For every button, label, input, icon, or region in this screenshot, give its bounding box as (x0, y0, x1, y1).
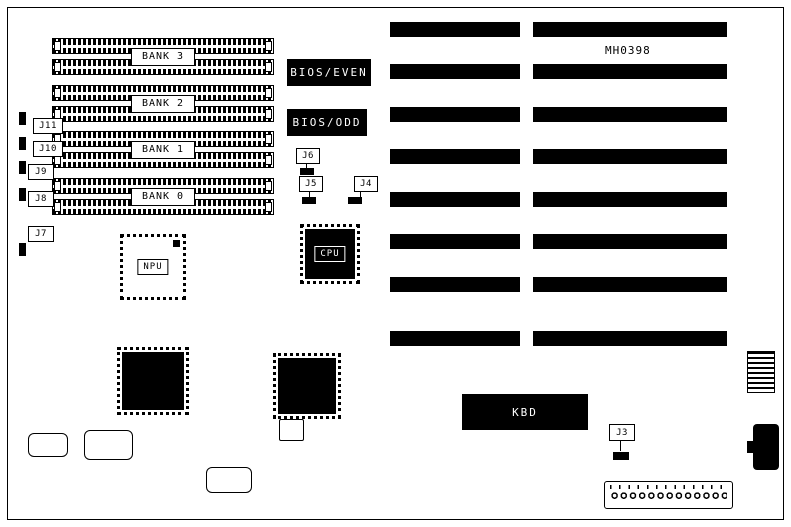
jumper-pins-j5 (302, 197, 316, 204)
memory-bank-3: BANK 3 (52, 38, 274, 75)
power-connector (604, 481, 733, 509)
isa-slot-segment (390, 331, 520, 346)
jumper-pins-j8 (19, 188, 26, 201)
jumper-pins-j9 (19, 161, 26, 174)
cpu-chip: CPU (300, 224, 360, 284)
keyboard-din-connector (753, 424, 779, 470)
pin1-marker (173, 240, 180, 247)
connector-pin-row (610, 491, 727, 501)
isa-slot-segment (533, 64, 727, 79)
simm-socket (52, 59, 274, 75)
npu-chip: NPU (120, 234, 186, 300)
memory-bank-1: BANK 1 (52, 131, 274, 168)
bios-odd-chip: BIOS/ODD (287, 109, 367, 136)
bios-even-chip: BIOS/EVEN (287, 59, 371, 86)
jumper-label-j5: J5 (299, 176, 323, 192)
keyboard-controller-chip: KBD (462, 394, 588, 430)
jumper-label-j6: J6 (296, 148, 320, 164)
jumper-leader-line (360, 191, 361, 197)
bank-label: BANK 1 (131, 140, 195, 159)
jumper-pins-j10 (19, 137, 26, 150)
isa-slot-segment (533, 107, 727, 122)
component-box-4 (279, 419, 304, 441)
npu-label: NPU (137, 259, 169, 275)
din-connector-tab (747, 441, 754, 453)
memory-bank-2: BANK 2 (52, 85, 274, 122)
memory-bank-0: BANK 0 (52, 178, 274, 215)
jumper-label-j8: J8 (28, 191, 54, 207)
jumper-label-j4: J4 (354, 176, 378, 192)
model-number-text: MH0398 (605, 44, 651, 57)
jumper-label-j7: J7 (28, 226, 54, 242)
connector-ticks (610, 485, 727, 489)
isa-slot-segment (390, 192, 520, 207)
jumper-pins-j4 (348, 197, 362, 204)
isa-slot-segment (533, 22, 727, 37)
jumper-leader-line (306, 163, 307, 168)
isa-slot-segment (390, 22, 520, 37)
asic-chip-1 (117, 347, 189, 415)
jumper-label-j11: J11 (33, 118, 63, 134)
edge-connector (747, 351, 775, 393)
bank-label: BANK 3 (131, 47, 195, 66)
component-box-3 (206, 467, 252, 493)
isa-slot-segment (390, 149, 520, 164)
bank-label: BANK 2 (131, 94, 195, 113)
jumper-label-j3: J3 (609, 424, 635, 441)
isa-slot-segment (533, 331, 727, 346)
isa-slot-segment (533, 277, 727, 292)
board-outline (7, 7, 784, 520)
jumper-label-j9: J9 (28, 164, 54, 180)
isa-slot-segment (390, 234, 520, 249)
asic-chip-2 (273, 353, 341, 419)
isa-slot-segment (533, 234, 727, 249)
component-box-1 (28, 433, 68, 457)
jumper-leader-line (309, 191, 310, 197)
component-box-2 (84, 430, 133, 460)
isa-slot-segment (390, 277, 520, 292)
jumper-pins-j11 (19, 112, 26, 125)
jumper-pins-j3 (613, 452, 629, 460)
isa-slot-segment (390, 107, 520, 122)
jumper-pins-j6 (300, 168, 314, 175)
isa-slot-segment (390, 64, 520, 79)
jumper-label-j10: J10 (33, 141, 63, 157)
isa-slot-segment (533, 192, 727, 207)
jumper-pins-j7 (19, 243, 26, 256)
jumper-leader-line (620, 440, 621, 451)
cpu-label: CPU (314, 246, 346, 262)
isa-slot-segment (533, 149, 727, 164)
bank-label: BANK 0 (131, 187, 195, 206)
